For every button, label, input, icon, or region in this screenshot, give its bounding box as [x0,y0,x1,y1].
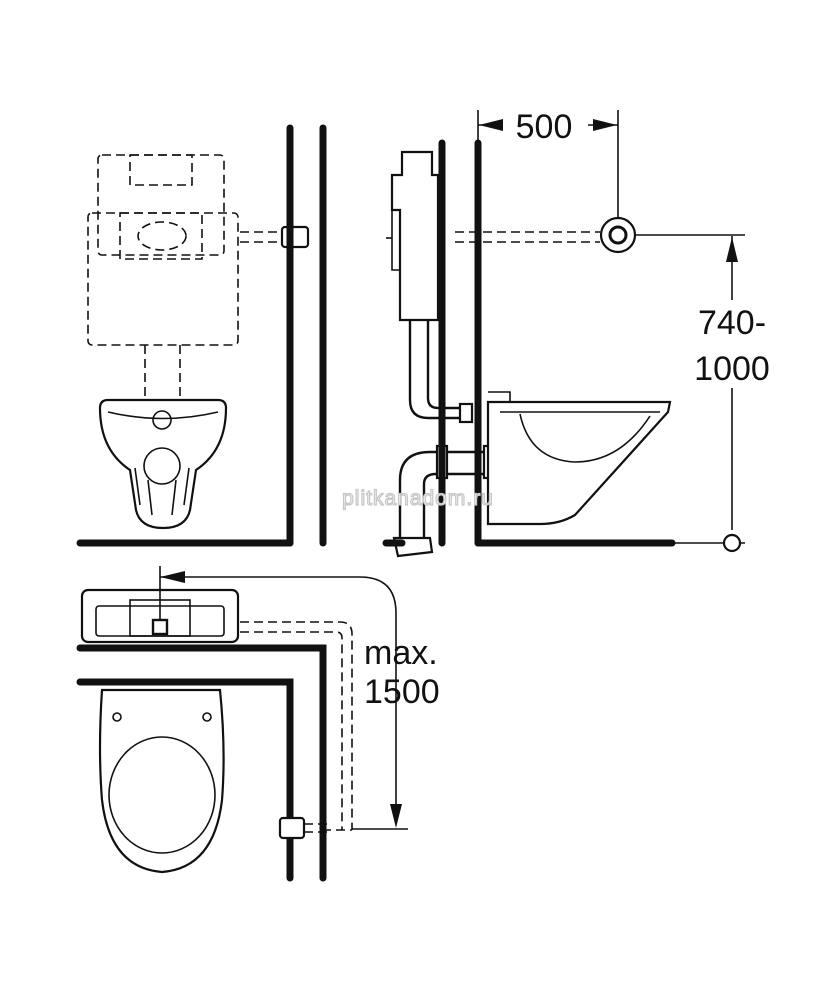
dimension-height-line1: 740- [698,304,766,342]
front-view [76,124,327,547]
dimension-max-value: 1500 [364,673,440,711]
top-supply-pipe [240,621,353,840]
front-cistern-dashed [87,154,239,410]
arrow-left-icon [160,571,185,583]
front-toilet-bowl [98,398,228,530]
top-cistern [80,566,240,644]
dimension-max-1500: max. 1500 [160,571,440,830]
top-walls [76,644,327,882]
top-toilet-bowl [98,688,225,874]
arrow-down-icon [390,804,402,828]
dimension-max-label: max. [364,634,438,672]
arrow-left-icon [479,119,503,131]
arrow-up-icon [726,237,738,262]
watermark-text: plitkanadom.ru [342,487,494,510]
front-water-connection [240,225,310,249]
dimension-height-line2: 1000 [694,350,770,388]
dimension-500-label: 500 [516,108,573,146]
side-toilet-bowl [486,391,672,526]
side-water-supply [455,216,637,254]
dimension-740-1000: 740- 1000 [636,234,770,553]
side-cistern [386,150,474,424]
arrow-right-icon [593,119,617,131]
dimension-500: 500 [477,108,619,218]
side-view: 500 740- 1000 [382,108,770,558]
top-view: max. 1500 [76,566,440,882]
